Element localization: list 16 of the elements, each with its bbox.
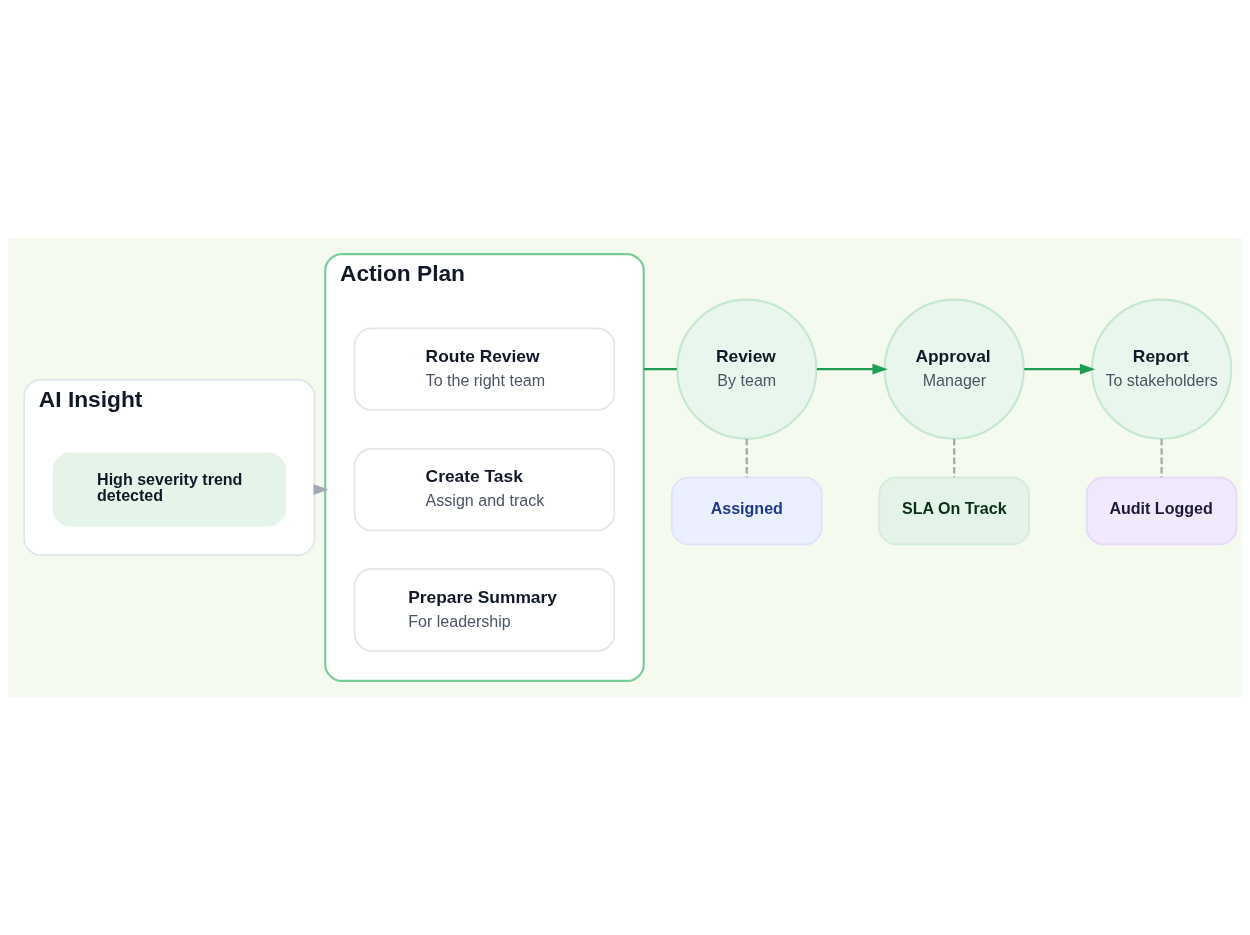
connector [1160,438,1163,478]
connector [745,438,748,478]
node-box: Audit Logged [1085,476,1238,546]
node-box: Create Task Assign and track [353,447,616,532]
arrow [1024,363,1096,375]
arrow [816,363,888,375]
connector [953,438,956,478]
node-box: Route Review To the right team [353,327,616,411]
node-circle: Review By team [676,298,818,440]
node-box: Prepare Summary For leadership [353,568,616,652]
node-box: High severity trend detected [52,452,286,527]
node-box: Assigned [670,476,823,546]
node-circle: Approval Manager [883,298,1025,440]
node-circle: Report To stakeholders [1090,298,1233,440]
connector [643,368,677,371]
node-box: SLA On Track [878,476,1030,546]
